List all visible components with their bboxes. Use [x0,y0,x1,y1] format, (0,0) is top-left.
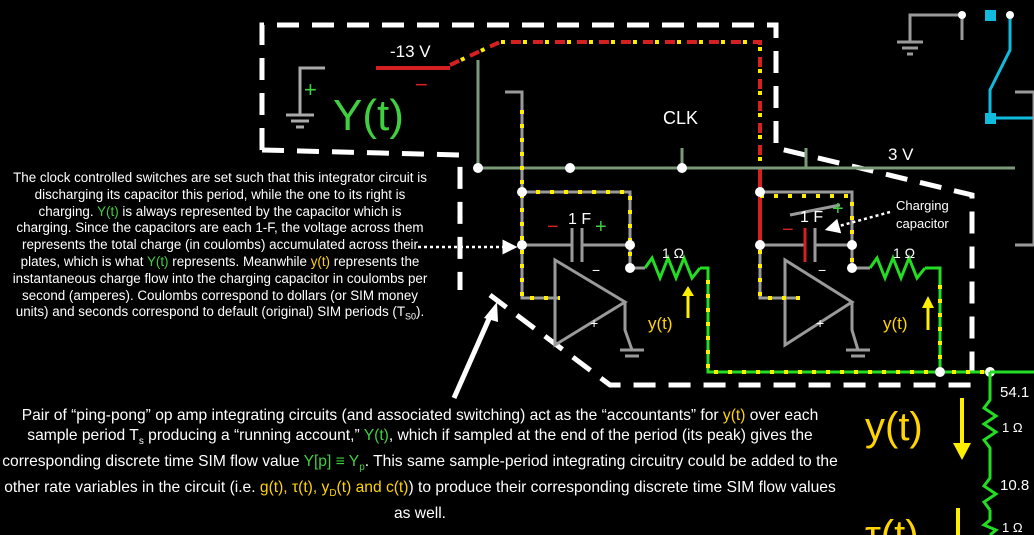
plus-sign-left: + [304,77,317,102]
description-text: The clock controlled switches are set su… [12,170,428,323]
res3-label: 1 Ω [1002,420,1023,435]
ground-symbol-left [286,66,325,129]
opamp1-plus: + [590,315,598,331]
meter2-label: 10.8 [1000,477,1029,494]
junction-dots [473,163,995,377]
red-wire [449,40,762,170]
res1-label: 1 Ω [662,245,684,261]
Yt-big-label: Y(t) [333,91,404,140]
charging-pointer-arrow [824,210,891,234]
integrator-right [758,190,942,372]
opamp2-minus: − [818,262,826,278]
charging-label-1: Charging [896,198,949,213]
right-side-circuit [897,13,1034,535]
cap1-minus: − [547,216,559,238]
cap2-label: 1 F [800,209,823,226]
cap2-plus: + [832,198,844,220]
res2-label: 1 Ω [893,245,915,261]
cap2-minus: − [782,219,794,241]
res4-label: 1 Ω [1002,520,1023,535]
yt-label-right: y(t) [883,314,908,333]
opamp1-minus: − [592,262,600,278]
yt-big-label: y(t) [865,405,923,449]
v3-label: 3 V [888,145,914,164]
neg13v-label: -13 V [390,42,431,61]
caption-pointer-arrow [451,310,495,400]
minus-sign-left: − [415,72,428,97]
integrator-left [505,90,990,374]
cap1-label: 1 F [568,211,591,228]
integrator-boundary-left [261,147,463,290]
clk-label: CLK [663,108,698,128]
opamp2-plus: + [816,315,824,331]
yt-label-left: y(t) [648,314,673,333]
caption-text: Pair of “ping-pong” op amp integrating c… [2,407,838,523]
meter1-label: 54.1 [1000,384,1029,401]
cap1-plus: + [595,216,607,238]
charging-label-2: capacitor [896,216,949,231]
tau-big-label: τ(t) [865,513,919,535]
